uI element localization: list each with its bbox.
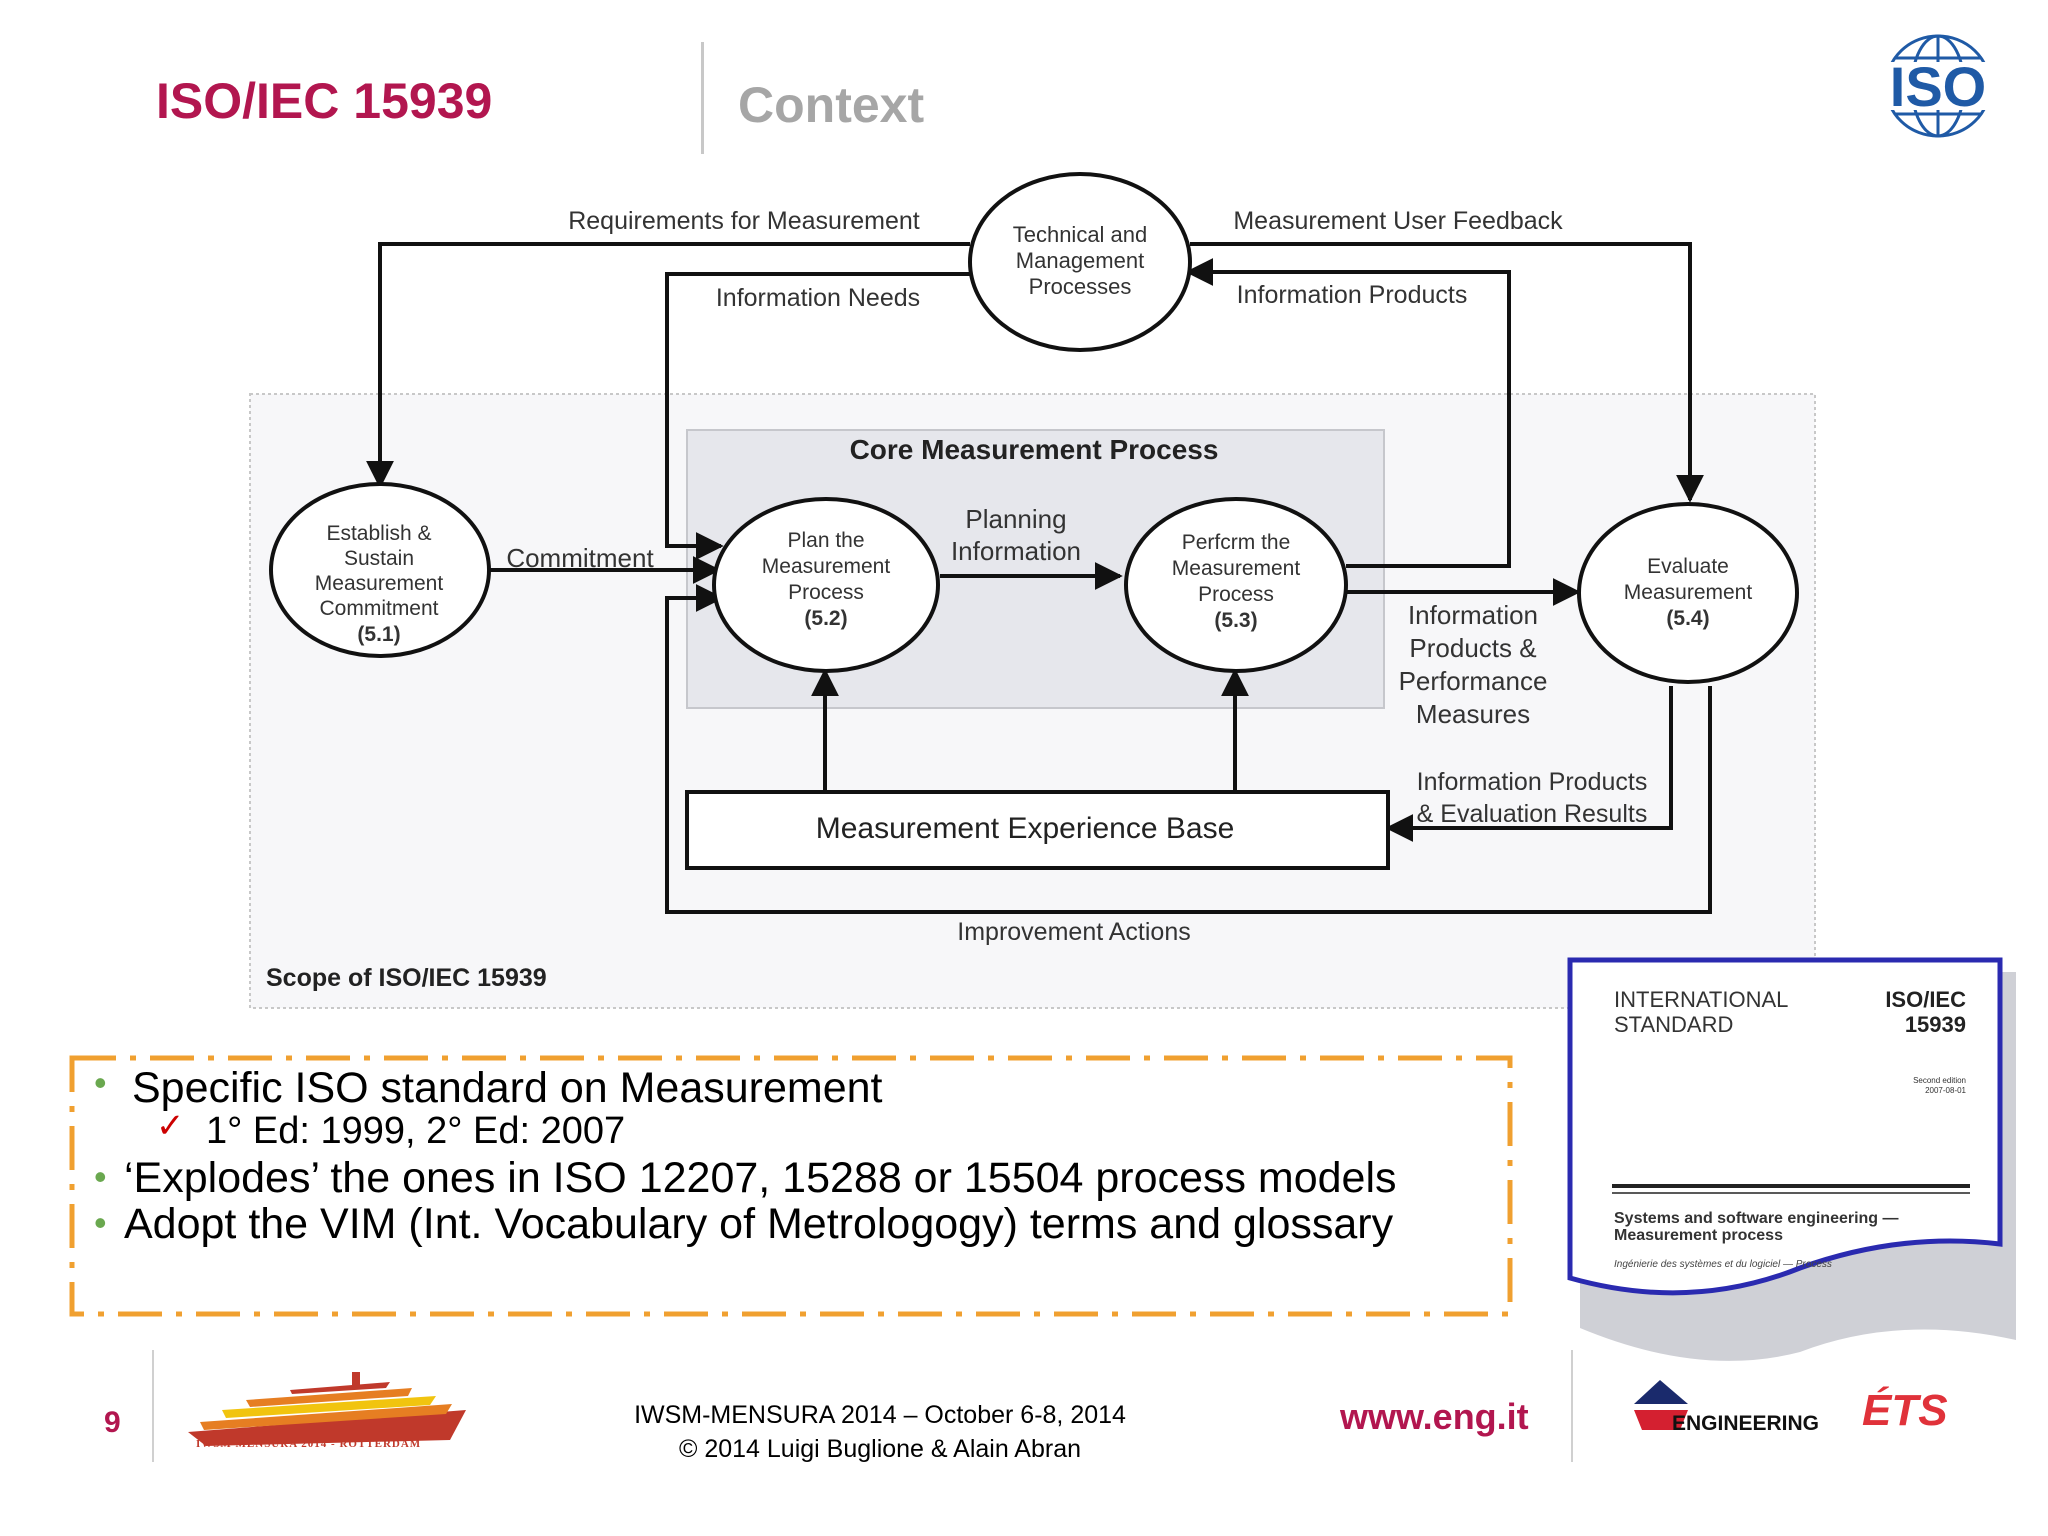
scope-label: Scope of ISO/IEC 15939 bbox=[266, 964, 547, 992]
experience-base-label: Measurement Experience Base bbox=[816, 812, 1235, 845]
bullet-specific-iso: Specific ISO standard on Measurement bbox=[132, 1064, 883, 1112]
edge-label-info-performance: Products & bbox=[1409, 633, 1536, 663]
engineering-logo-label: ENGINEERING bbox=[1672, 1412, 1820, 1435]
bullets-frame bbox=[69, 1055, 1513, 1317]
node-text: Measurement bbox=[762, 555, 891, 578]
footer-conference: IWSM-MENSURA 2014 – October 6-8, 2014 © … bbox=[560, 1398, 1200, 1466]
edge-label-feedback: Measurement User Feedback bbox=[1233, 207, 1563, 235]
edge-label-commitment: Commitment bbox=[506, 543, 654, 573]
bullet-vim: Adopt the VIM (Int. Vocabulary of Metrol… bbox=[124, 1200, 1394, 1248]
node-number: (5.2) bbox=[804, 607, 847, 630]
doc-type: INTERNATIONAL bbox=[1614, 987, 1788, 1012]
bullet-dot: • bbox=[94, 1202, 107, 1243]
edge-label-info-evaluation: & Evaluation Results bbox=[1417, 800, 1648, 828]
engineering-logo-mark bbox=[1634, 1380, 1688, 1430]
check-icon: ✓ bbox=[156, 1107, 185, 1145]
node-text: Perfcrm the bbox=[1182, 531, 1291, 554]
doc-subject: Measurement process bbox=[1614, 1227, 1783, 1244]
doc-number: ISO/IEC bbox=[1885, 987, 1966, 1012]
edge-label-info-evaluation: Information Products bbox=[1417, 768, 1648, 796]
edge-label-information-products: Information Products bbox=[1237, 281, 1468, 309]
doc-subtitle: Ingénierie des systèmes et du logiciel —… bbox=[1614, 1259, 1832, 1270]
node-number: (5.4) bbox=[1666, 607, 1709, 630]
bullet-dot: • bbox=[94, 1156, 107, 1197]
slide-title: ISO/IEC 15939 bbox=[156, 73, 493, 129]
node-text: Commitment bbox=[319, 597, 438, 620]
ets-logo: ÉTS bbox=[1862, 1386, 1948, 1435]
node-text: Measurement bbox=[1172, 557, 1301, 580]
copyright-line: © 2014 Luigi Buglione & Alain Abran bbox=[678, 1435, 1082, 1463]
node-text: Technical and bbox=[1013, 222, 1148, 247]
iso-logo: ISO bbox=[1872, 30, 2004, 147]
node-text: Establish & bbox=[326, 522, 431, 545]
node-text: Processes bbox=[1029, 274, 1132, 299]
node-text: Sustain bbox=[344, 547, 414, 570]
node-text: Process bbox=[1198, 583, 1274, 606]
ship-logo-caption: IWSM MENSURA 2014 - ROTTERDAM bbox=[196, 1438, 422, 1450]
node-text: Measurement bbox=[1624, 581, 1753, 604]
footer-divider bbox=[1571, 1350, 1573, 1462]
edge-label-planning: Planning bbox=[965, 504, 1066, 534]
experience-base-box bbox=[685, 790, 1390, 870]
doc-subject: Systems and software engineering — bbox=[1614, 1210, 1899, 1227]
node-text: Measurement bbox=[315, 572, 444, 595]
establish-commitment-node bbox=[269, 482, 491, 658]
core-process-title: Core Measurement Process bbox=[850, 434, 1219, 465]
footer-divider bbox=[152, 1350, 154, 1462]
section-title: Context bbox=[738, 77, 925, 133]
node-text: Evaluate bbox=[1647, 555, 1729, 578]
iwsm-ship-logo bbox=[188, 1372, 466, 1446]
bullet-explodes: ‘Explodes’ the ones in ISO 12207, 15288 … bbox=[124, 1154, 1397, 1202]
header-divider bbox=[701, 42, 704, 154]
bullet-dot: • bbox=[94, 1062, 107, 1103]
sub-bullet-editions: 1° Ed: 1999, 2° Ed: 2007 bbox=[206, 1110, 626, 1152]
plan-measurement-node bbox=[712, 497, 940, 673]
edge-label-info-performance: Measures bbox=[1416, 699, 1530, 729]
evaluate-measurement-node bbox=[1577, 502, 1799, 684]
doc-type: STANDARD bbox=[1614, 1012, 1733, 1037]
technical-management-processes-node bbox=[968, 172, 1192, 352]
node-text: Process bbox=[788, 581, 864, 604]
conference-line: IWSM-MENSURA 2014 – October 6-8, 2014 bbox=[634, 1401, 1126, 1429]
edge-label-info-performance: Information bbox=[1408, 600, 1538, 630]
footer-url-link[interactable]: www.eng.it bbox=[1340, 1396, 1529, 1437]
edge-label-planning: Information bbox=[951, 536, 1081, 566]
doc-edition: 2007-08-01 bbox=[1925, 1086, 1966, 1095]
doc-edition: Second edition bbox=[1913, 1076, 1966, 1085]
node-text: Management bbox=[1016, 248, 1144, 273]
node-number: (5.3) bbox=[1214, 609, 1257, 632]
doc-number: 15939 bbox=[1905, 1012, 1966, 1037]
iso-logo-text: ISO bbox=[1890, 55, 1986, 118]
node-number: (5.1) bbox=[357, 623, 400, 646]
page-number: 9 bbox=[104, 1406, 121, 1439]
edge-label-information-needs: Information Needs bbox=[716, 284, 920, 312]
node-text: Plan the bbox=[787, 529, 864, 552]
edge-label-requirements: Requirements for Measurement bbox=[568, 207, 920, 235]
edge-label-info-performance: Performance bbox=[1399, 666, 1548, 696]
edge-label-improvement: Improvement Actions bbox=[957, 918, 1190, 946]
perform-measurement-node bbox=[1124, 497, 1348, 673]
iso-document-cover: INTERNATIONAL STANDARD ISO/IEC 15939 Sec… bbox=[1567, 957, 2016, 1361]
